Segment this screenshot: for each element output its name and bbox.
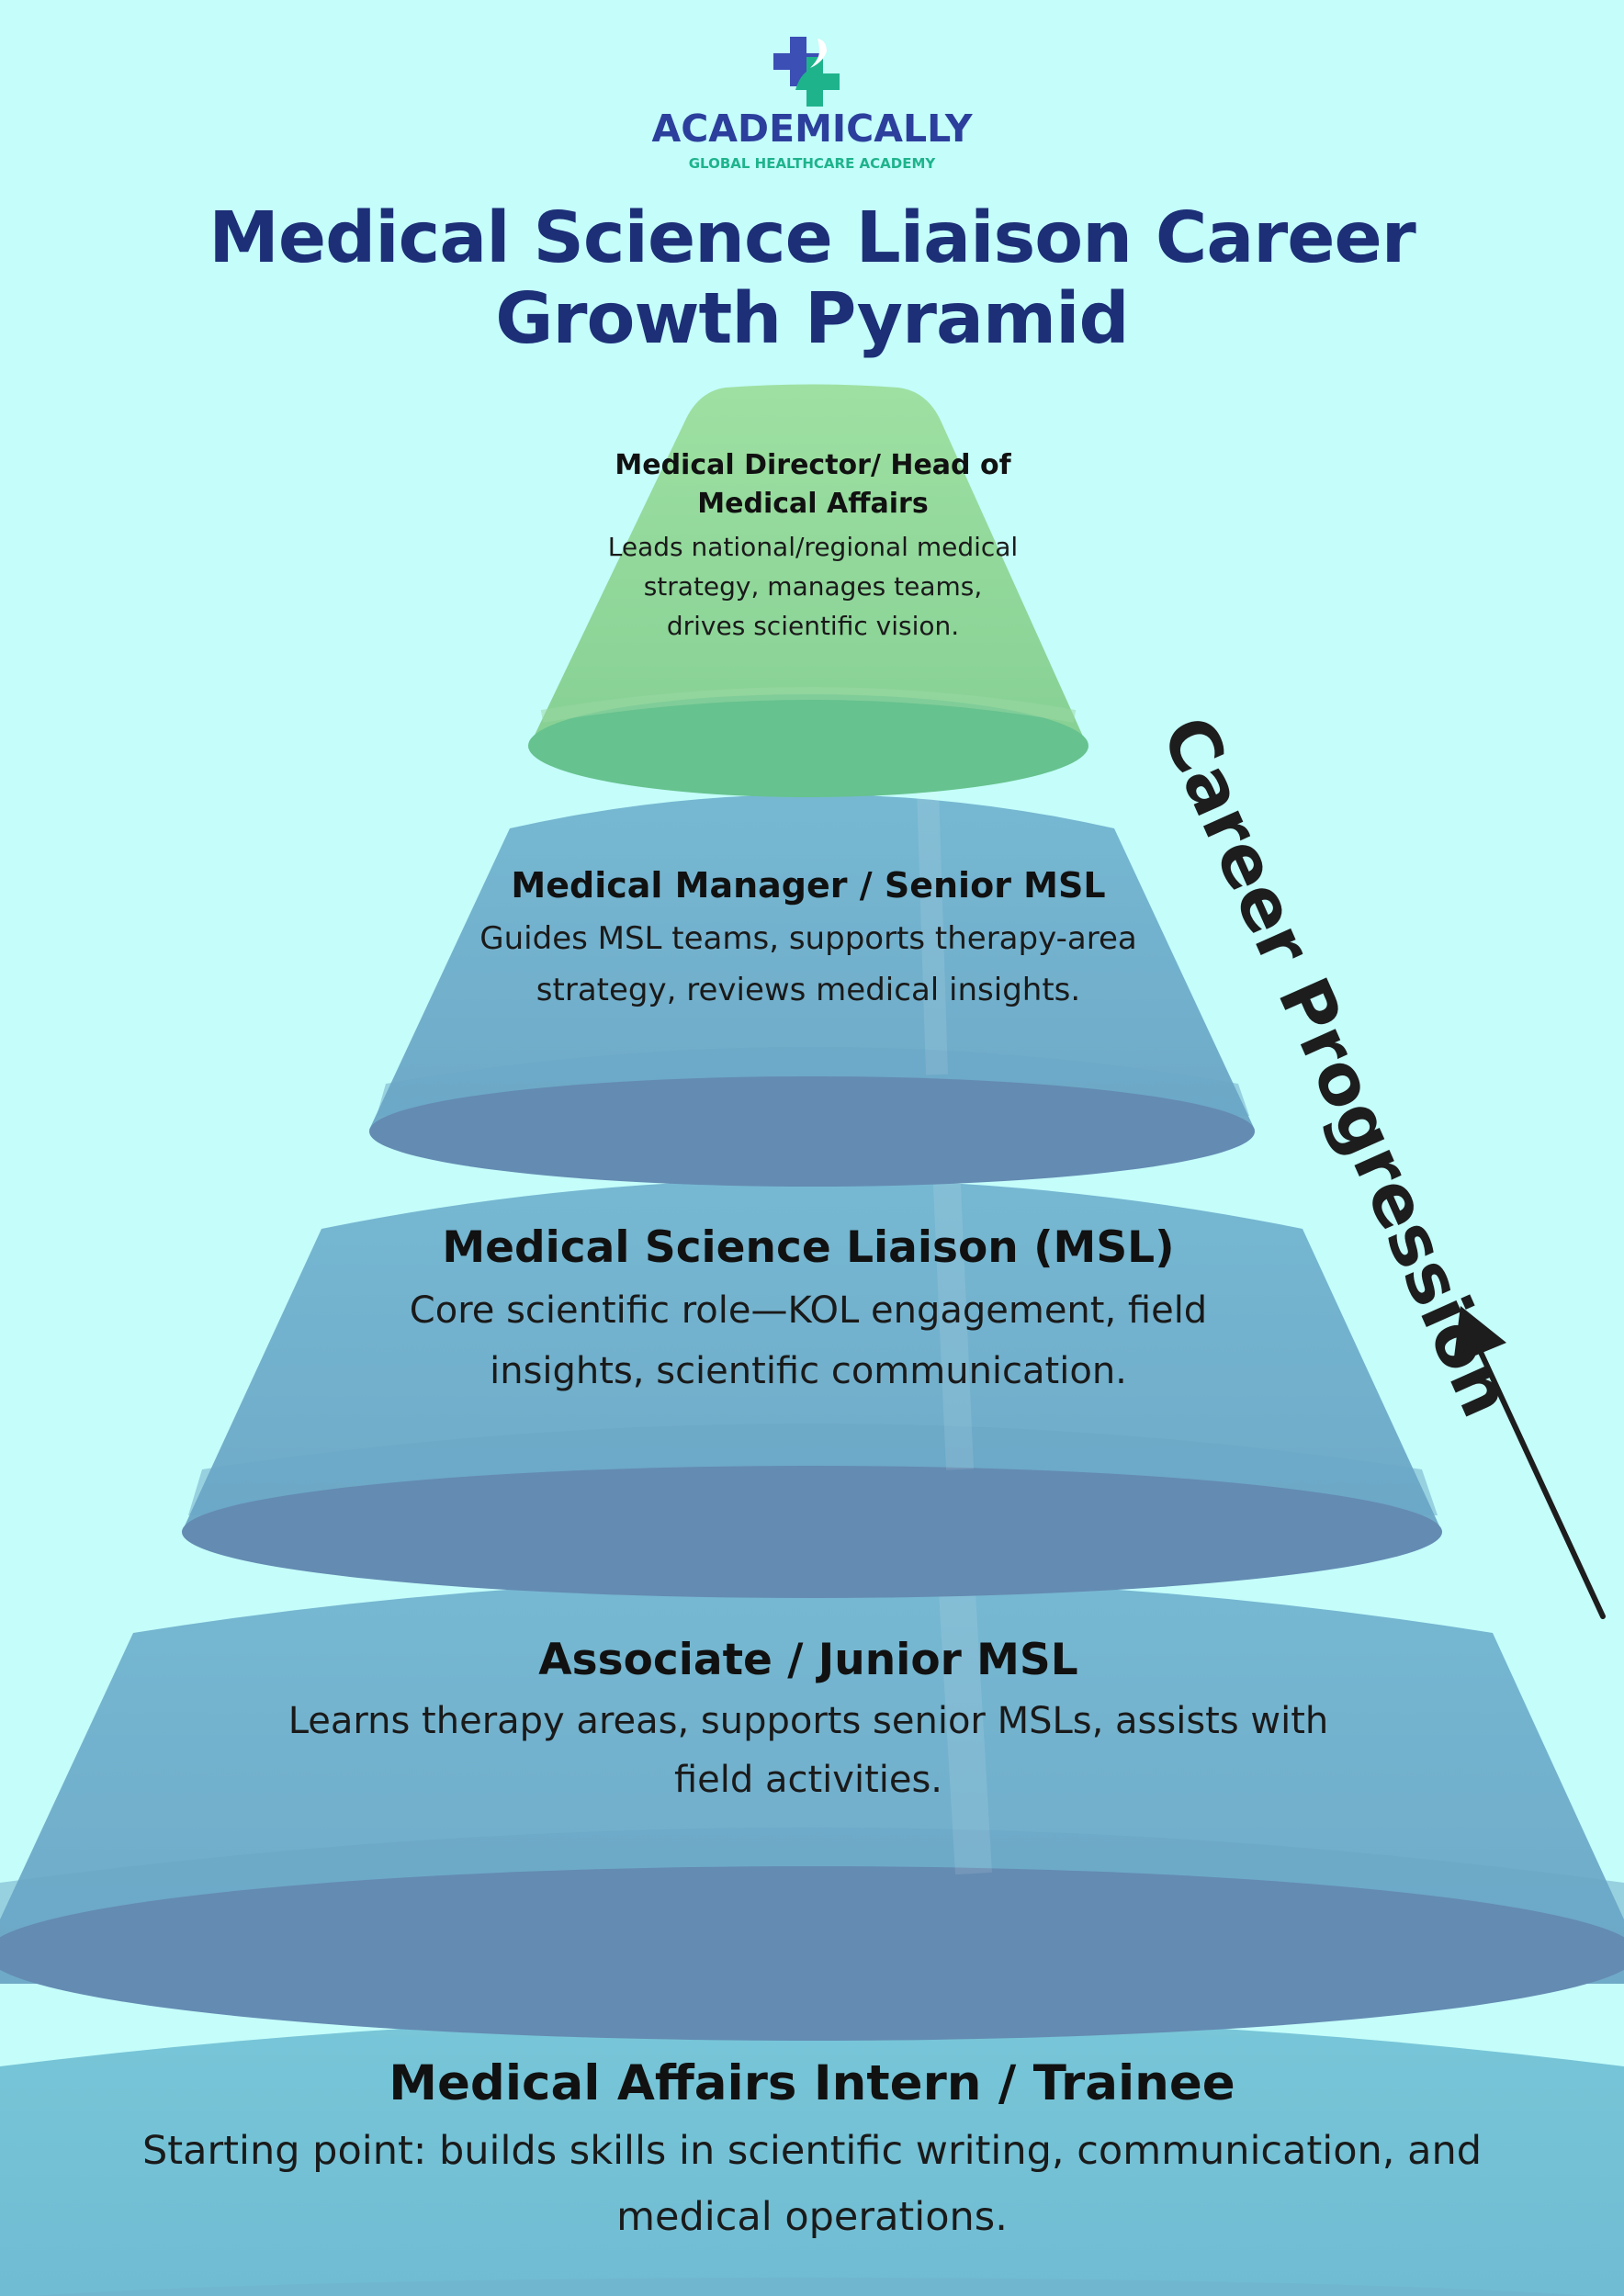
brand-name: ACADEMICALLY: [651, 107, 973, 151]
tier-description: Learns therapy areas, supports senior MS…: [288, 1700, 1329, 1801]
tier-title: Medical Affairs Intern / Trainee: [389, 2055, 1235, 2111]
tier-3-shape: [182, 1165, 1442, 1598]
tier-title: Associate / Junior MSL: [538, 1635, 1078, 1685]
tier-description: Starting point: builds skills in scienti…: [141, 2128, 1483, 2240]
tier-title: Medical Science Liaison (MSL): [442, 1222, 1175, 1273]
tier-msl: Medical Science Liaison (MSL) Core scien…: [349, 1218, 1268, 1401]
tier-2-shape: [369, 789, 1255, 1187]
up-arrow-icon: [1453, 1306, 1606, 1619]
tier-title: Medical Manager / Senior MSL: [511, 865, 1106, 906]
tier-medical-manager: Medical Manager / Senior MSL Guides MSL …: [432, 861, 1185, 1016]
tier-medical-director: Medical Director/ Head of Medical Affair…: [588, 446, 1038, 646]
tier-4-shape: [0, 1559, 1624, 2041]
tier-description: Guides MSL teams, supports therapy-area …: [479, 920, 1137, 1008]
medical-cross-hand-icon: [773, 37, 840, 107]
brand-tagline: GLOBAL HEALTHCARE ACADEMY: [688, 155, 936, 172]
tier-1-shape: [528, 384, 1088, 797]
tier-5-shape: [0, 2016, 1624, 2296]
tier-description: Leads national/regional medical strategy…: [607, 532, 1019, 641]
tier-intern-trainee: Medical Affairs Intern / Trainee Startin…: [77, 2052, 1547, 2250]
tier-associate-msl: Associate / Junior MSL Learns therapy ar…: [257, 1631, 1359, 1809]
tier-description: Core scientific role—KOL engagement, fie…: [409, 1289, 1208, 1392]
tier-title: Medical Director/ Head of Medical Affair…: [615, 449, 1011, 520]
page-title: Medical Science Liaison Career Growth Py…: [209, 197, 1415, 360]
